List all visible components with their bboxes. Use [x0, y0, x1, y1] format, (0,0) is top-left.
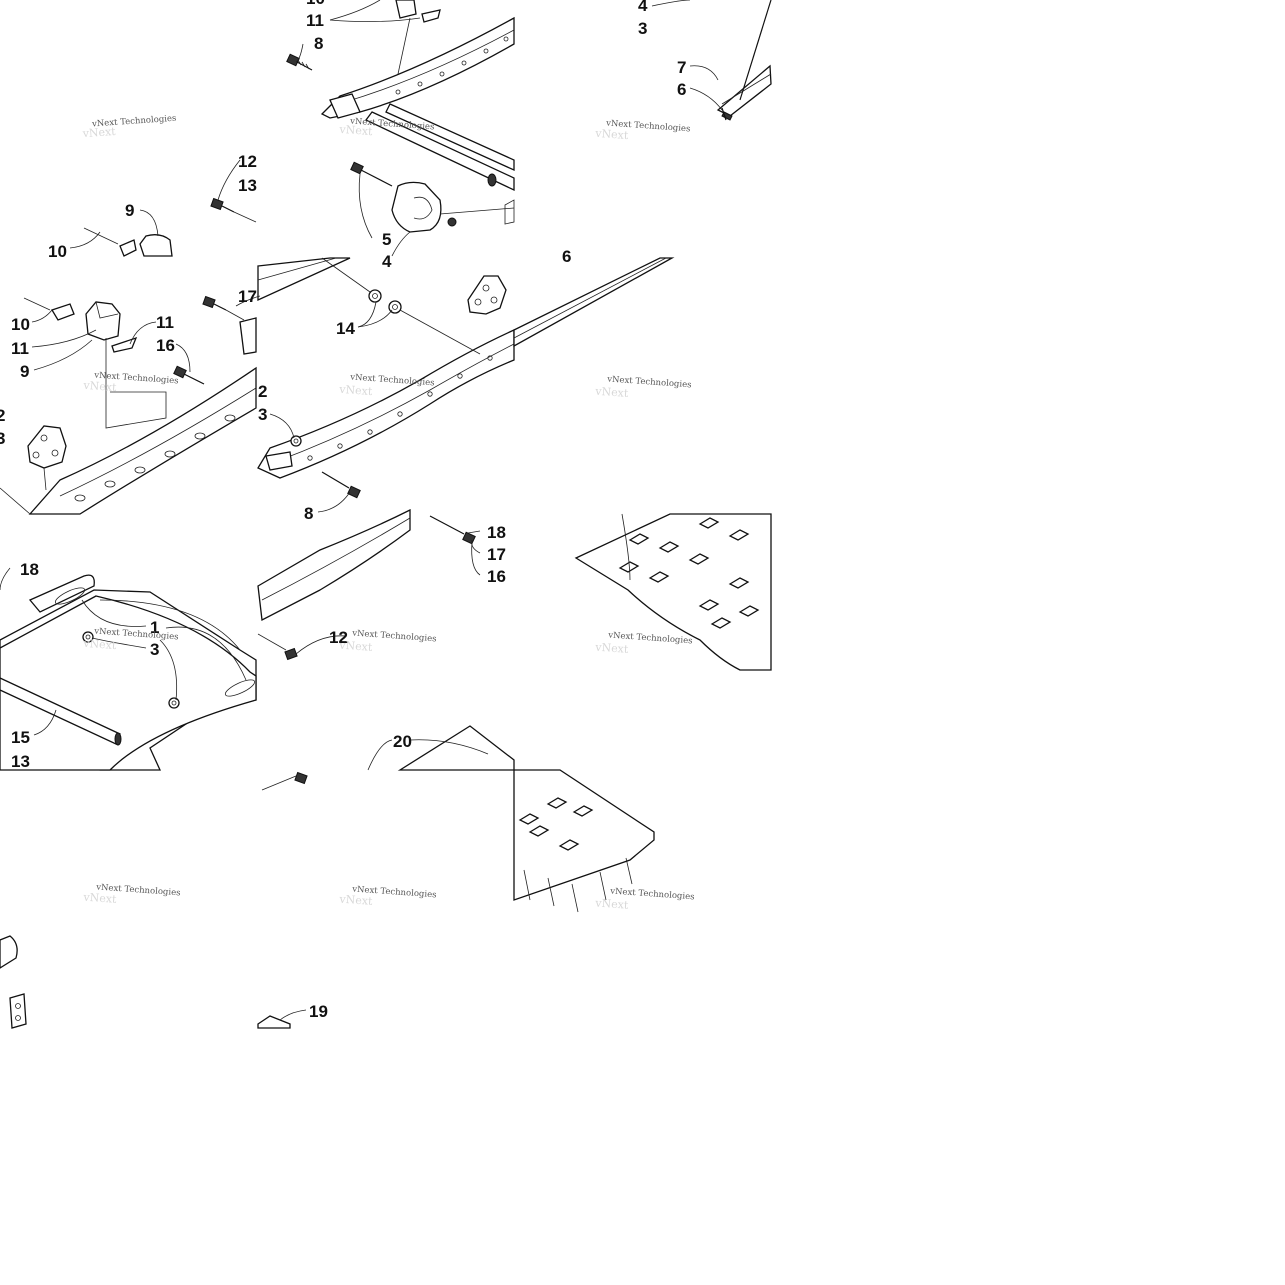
svg-text:vNext: vNext	[338, 639, 373, 654]
shock-bracket	[23, 297, 167, 429]
svg-text:vNext: vNext	[82, 637, 117, 652]
label-10: 10	[11, 315, 30, 334]
shock-bracket-upper	[83, 227, 173, 257]
label-15: 15	[11, 728, 30, 747]
rail-end-right	[716, 0, 772, 121]
bolt-lower-center	[261, 771, 308, 791]
svg-text:vNext: vNext	[594, 385, 629, 400]
label-9: 9	[20, 362, 29, 381]
rail-center	[257, 257, 515, 499]
label-11: 11	[11, 339, 29, 358]
label-18: 18	[20, 560, 39, 579]
label-16: 16	[487, 567, 506, 586]
label-3: 3	[258, 405, 267, 424]
track-lugs-lower	[518, 797, 594, 851]
wear-strip	[513, 257, 675, 348]
track-lugs	[618, 517, 760, 629]
rail-left-mid	[0, 366, 257, 515]
label-2: 2	[0, 406, 5, 425]
watermark: vNext vNext Technologies	[338, 372, 435, 398]
bolt-8-upper	[286, 53, 313, 71]
svg-text:vNext: vNext	[81, 125, 116, 140]
slide-rail-upper	[320, 0, 515, 192]
label-13: 13	[11, 752, 30, 771]
label-4: 4	[638, 0, 648, 15]
watermark: vNext vNext Technologies	[82, 882, 181, 906]
nut-14	[321, 257, 481, 355]
watermark: vNext vNext Technologies	[594, 374, 692, 400]
watermark: vNext vNext Technologies	[594, 118, 691, 142]
watermark: vNext vNext Technologies	[82, 370, 179, 394]
callout-labels: 10 11 8 4 3 7 6 12 13 9 10 5 4 6 17 10 1…	[0, 0, 686, 1021]
svg-text:vNext: vNext	[82, 891, 117, 906]
rail-slots	[74, 414, 236, 502]
bumper-block	[350, 161, 515, 233]
side-plate-left	[27, 425, 67, 491]
watermark: vNext vNext Technologies	[338, 628, 437, 654]
label-11: 11	[306, 11, 324, 30]
track-belt-upper	[574, 513, 772, 671]
label-5: 5	[382, 230, 391, 249]
label-19: 19	[309, 1002, 328, 1021]
svg-text:vNext: vNext	[338, 383, 373, 398]
watermark: vNext vNext Technologies	[82, 626, 179, 652]
svg-text:vNext: vNext	[594, 641, 629, 656]
watermark-text: vNext Technologies	[91, 114, 177, 130]
label-10: 10	[306, 0, 325, 8]
label-12: 12	[329, 628, 348, 647]
label-4: 4	[382, 252, 392, 271]
svg-text:vNext: vNext	[82, 379, 117, 394]
label-2: 2	[258, 382, 267, 401]
label-9: 9	[125, 201, 134, 220]
watermark: vNext vNext Technologies	[81, 114, 177, 141]
label-20: 20	[393, 732, 412, 751]
label-11: 11	[156, 313, 174, 332]
label-12: 12	[238, 152, 257, 171]
svg-text:vNext: vNext	[594, 896, 629, 911]
rail-holes	[395, 36, 509, 95]
watermark: vNext vNext Technologies	[594, 886, 695, 911]
label-3: 3	[638, 19, 647, 38]
watermark: vNext vNext Technologies	[338, 884, 437, 908]
svg-text:vNext: vNext	[594, 127, 629, 142]
svg-text:vNext: vNext	[338, 893, 373, 908]
watermark: vNext vNext Technologies	[338, 117, 435, 139]
part-19	[257, 1015, 291, 1029]
label-6: 6	[562, 247, 571, 266]
hitch-bracket	[0, 935, 27, 1029]
label-14: 14	[336, 319, 355, 338]
label-13: 13	[238, 176, 257, 195]
rear-end-left	[0, 574, 257, 771]
bolt-12-13	[210, 197, 257, 223]
label-18: 18	[487, 523, 506, 542]
label-3: 3	[0, 429, 5, 448]
label-8: 8	[314, 34, 323, 53]
label-7: 7	[677, 58, 686, 77]
bolt-16	[173, 365, 205, 385]
label-10: 10	[48, 242, 67, 261]
label-17: 17	[238, 287, 257, 306]
watermarks: vNext vNext Technologies vNext vNext Tec…	[81, 114, 695, 912]
leader-lines	[0, 0, 723, 1021]
label-3: 3	[150, 640, 159, 659]
label-16: 16	[156, 336, 175, 355]
bolt-17	[202, 295, 257, 355]
label-1: 1	[150, 618, 159, 637]
label-8: 8	[304, 504, 313, 523]
track-belt-lower	[397, 725, 655, 913]
center-rail-holes	[307, 355, 493, 461]
label-17: 17	[487, 545, 506, 564]
track-teeth	[523, 857, 633, 913]
svg-text:vNext: vNext	[338, 123, 373, 138]
watermark: vNext vNext Technologies	[594, 630, 693, 656]
rail-lower-center	[257, 508, 476, 661]
label-6: 6	[677, 80, 686, 99]
